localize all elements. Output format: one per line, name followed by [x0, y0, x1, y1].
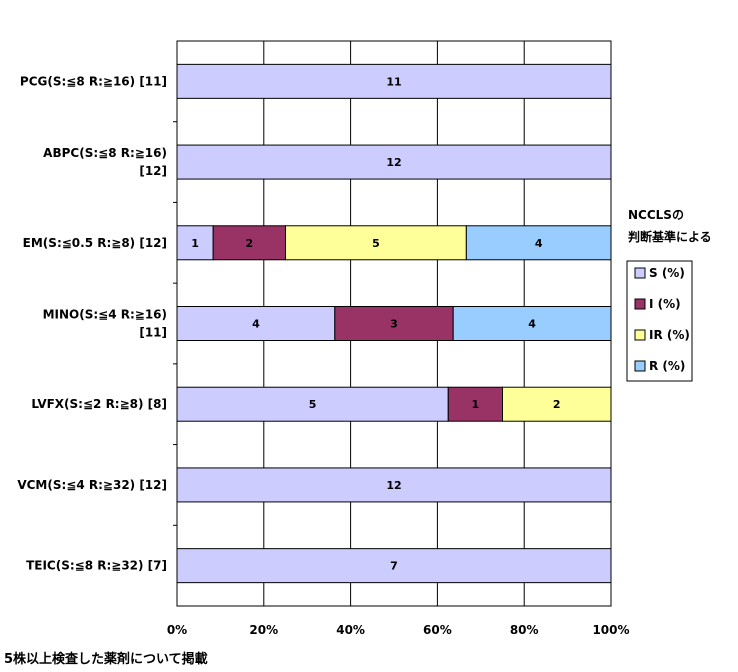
category-label: PCG(S:≦8 R:≧16) [11]: [20, 74, 167, 88]
x-tick-label: 100%: [592, 623, 629, 637]
category-label: VCM(S:≦4 R:≧32) [12]: [17, 478, 167, 492]
legend-title: 判断基準による: [628, 229, 712, 244]
data-label: 5: [309, 398, 317, 411]
data-label: 4: [252, 318, 260, 331]
data-label: 1: [472, 398, 480, 411]
category-label: EM(S:≦0.5 R:≧8) [12]: [23, 236, 167, 250]
bar-segment: [176, 225, 214, 261]
legend-swatch: [634, 267, 646, 279]
bar-segment: [334, 306, 454, 341]
category-labels: PCG(S:≦8 R:≧16) [11] ABPC(S:≦8 R:≧16) [12]…: [17, 74, 167, 572]
data-label: 7: [390, 560, 398, 573]
data-label: 3: [390, 318, 398, 331]
data-label: 2: [553, 398, 561, 411]
bar-segment: [176, 144, 612, 180]
footnote: 5株以上検査した薬剤について掲載: [4, 652, 208, 667]
data-label: 4: [535, 237, 543, 250]
legend-swatch: [634, 329, 646, 341]
x-tick-label: 80%: [510, 623, 539, 637]
bar-segment: [212, 225, 287, 261]
x-tick-label: 0%: [167, 623, 187, 637]
bar-segment: [502, 386, 612, 422]
legend-label: S (%): [649, 266, 685, 280]
x-tick-label: 40%: [336, 623, 365, 637]
x-tick-label: 60%: [423, 623, 452, 637]
bar-segment: [452, 306, 612, 341]
legend-swatch: [634, 360, 646, 372]
category-label: ABPC(S:≦8 R:≧16): [43, 146, 167, 160]
data-label: 12: [386, 156, 401, 169]
data-label: 12: [386, 479, 401, 492]
category-label: TEIC(S:≦8 R:≧32) [7]: [26, 559, 167, 573]
bar-segment: [176, 63, 612, 99]
legend-label: IR (%): [649, 328, 690, 342]
data-label: 4: [528, 318, 536, 331]
bar-segment: [447, 386, 503, 422]
category-label: MINO(S:≦4 R:≧16): [43, 308, 167, 322]
data-label: 5: [372, 237, 380, 250]
data-label: 11: [386, 75, 401, 88]
legend-label: I (%): [649, 297, 681, 311]
legend-swatch: [634, 298, 646, 310]
x-axis-ticks: 0% 20% 40% 60% 80% 100%: [167, 623, 630, 637]
bar-segment: [176, 386, 449, 422]
bar-segment: [176, 548, 612, 584]
legend-label: R (%): [649, 359, 685, 373]
bar-segment: [176, 306, 336, 341]
bar-segment: [176, 467, 612, 503]
category-label: LVFX(S:≦2 R:≧8) [8]: [31, 397, 167, 411]
category-label: [12]: [139, 164, 167, 178]
x-tick-label: 20%: [249, 623, 278, 637]
bar-segment: [465, 225, 612, 261]
data-label: 1: [191, 237, 199, 250]
legend-title: NCCLSの: [628, 208, 684, 222]
data-label: 2: [246, 237, 254, 250]
bar-segment: [285, 225, 467, 261]
category-label: [11]: [139, 326, 167, 340]
